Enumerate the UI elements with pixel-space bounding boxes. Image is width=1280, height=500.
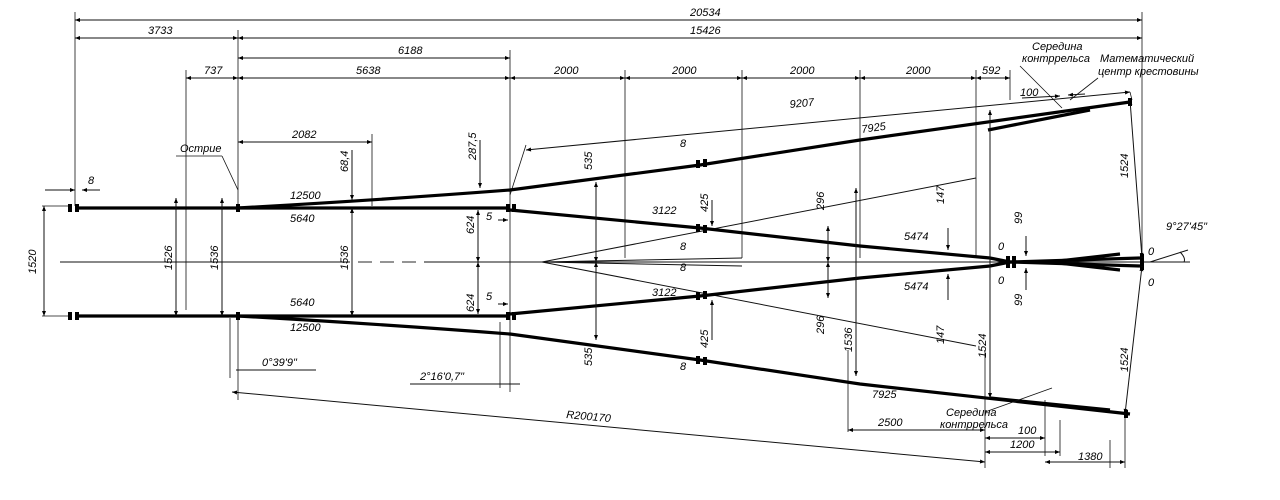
dim-5638: 5638 [356, 65, 381, 77]
checkrail-top-line2: контррельса [1022, 53, 1090, 65]
dim-1524-right-top: 1524 [1119, 154, 1131, 178]
dim-99-bot: 99 [1013, 294, 1025, 306]
dim-68-4: 68,4 [339, 151, 351, 172]
checkrail-top-line1: Середина [1032, 41, 1083, 53]
extension-lines [42, 12, 1143, 468]
dim-20534: 20534 [689, 7, 721, 19]
dim-9207: 9207 [789, 97, 815, 111]
radius-12500-bot: 12500 [290, 322, 321, 334]
top-dimensions: 20534 3733 15426 6188 737 5638 2000 2000… [45, 7, 1142, 192]
dim-99-top: 99 [1013, 212, 1025, 224]
dim-624-top: 624 [465, 216, 477, 234]
dim-1536-mid: 1536 [843, 327, 855, 352]
checkrail-bot-line2: контррельса [940, 419, 1008, 431]
zero-4: 0 [1148, 277, 1155, 289]
check-rail-top [987, 108, 1091, 132]
dim-2000-a: 2000 [553, 65, 579, 77]
dim-5-top: 5 [486, 211, 493, 223]
rails [75, 100, 1141, 416]
dim-1520: 1520 [27, 249, 39, 274]
dim-2000-b: 2000 [671, 65, 697, 77]
dim-425-top: 425 [699, 193, 711, 212]
dim-1524-right-bot: 1524 [1119, 348, 1131, 372]
dim-8-left: 8 [88, 175, 95, 187]
zero-2: 0 [998, 275, 1005, 287]
len-3122-bot: 3122 [652, 287, 676, 299]
checkrail-bot-line1: Середина [946, 407, 997, 419]
callouts: Острие Середина контррельса Математическ… [176, 41, 1199, 431]
dim-147-bot: 147 [935, 325, 947, 344]
dim-7925-top: 7925 [861, 121, 888, 136]
dim-3733: 3733 [148, 25, 173, 37]
len-5474-bot: 5474 [904, 281, 928, 293]
math-center-line2: центр крестовины [1098, 66, 1199, 78]
angle-switch: 2°16'0,7" [419, 371, 465, 383]
dim-1524-mid: 1524 [977, 334, 989, 358]
len-5474-top: 5474 [904, 231, 928, 243]
dim-8-top: 8 [680, 138, 687, 150]
dim-737: 737 [204, 65, 223, 77]
switch-rail-top [509, 208, 1011, 264]
angle-crossing: 9°27'45" [1166, 221, 1208, 233]
dim-8-mid2: 8 [680, 262, 687, 274]
dim-287-5: 287,5 [467, 132, 479, 161]
radius-12500-top: 12500 [290, 190, 321, 202]
dim-1200: 1200 [1010, 439, 1035, 451]
zero-1: 0 [998, 241, 1005, 253]
point-label: Острие [180, 143, 221, 155]
dim-535-top: 535 [583, 151, 595, 170]
angle-point: 0°39'9" [262, 357, 298, 369]
switch-rail-bottom [509, 260, 1011, 316]
dim-1536-center: 1536 [339, 245, 351, 270]
zero-3: 0 [1148, 246, 1155, 258]
check-rail-bottom [989, 396, 1111, 412]
dim-5-bot: 5 [486, 291, 493, 303]
dim-100-top: 100 [1020, 87, 1039, 99]
frog-wing-bottom [1049, 252, 1121, 264]
dim-100-bot: 100 [1018, 425, 1037, 437]
dim-1380: 1380 [1078, 451, 1103, 463]
dim-296-top: 296 [815, 191, 827, 211]
frog-wing-top [1049, 260, 1121, 272]
dim-296-bot: 296 [815, 315, 827, 335]
radius-label: R200170 [566, 409, 612, 425]
dim-147-top: 147 [935, 185, 947, 204]
len-5640-top: 5640 [290, 213, 315, 225]
dim-8-mid1: 8 [680, 241, 687, 253]
dim-624-bot: 624 [465, 294, 477, 312]
rail-lengths: 12500 5640 5640 12500 3122 3122 5474 547… [290, 138, 1155, 401]
dim-2000-c: 2000 [789, 65, 815, 77]
bottom-right-dimensions: 2500 100 1200 1380 [848, 417, 1125, 464]
dim-8-bot: 8 [680, 361, 687, 373]
curve-rail-top [237, 100, 1131, 210]
dim-425-bot: 425 [699, 329, 711, 348]
dim-1536-left: 1536 [209, 245, 221, 270]
dim-2500: 2500 [877, 417, 903, 429]
curve-rail-bottom [237, 314, 1131, 416]
dim-592: 592 [982, 65, 1000, 77]
dim-6188: 6188 [398, 45, 423, 57]
dim-2000-d: 2000 [905, 65, 931, 77]
dim-2082: 2082 [291, 129, 316, 141]
len-5640-bot: 5640 [290, 297, 315, 309]
gauge-dimensions: 1520 1526 1536 1536 68,4 287,5 624 624 5… [27, 99, 1144, 415]
angles: 9°27'45" 0°39'9" 2°16'0,7" R200170 [231, 221, 1208, 464]
dim-1526: 1526 [163, 245, 175, 270]
len-3122-top: 3122 [652, 205, 676, 217]
math-center-line1: Математический [1100, 53, 1194, 65]
dim-535-bot: 535 [583, 347, 595, 366]
dim-15426: 15426 [690, 25, 721, 37]
diagonal-dimensions: 9207 7925 100 [509, 87, 1133, 196]
len-7925-bot: 7925 [872, 389, 897, 401]
